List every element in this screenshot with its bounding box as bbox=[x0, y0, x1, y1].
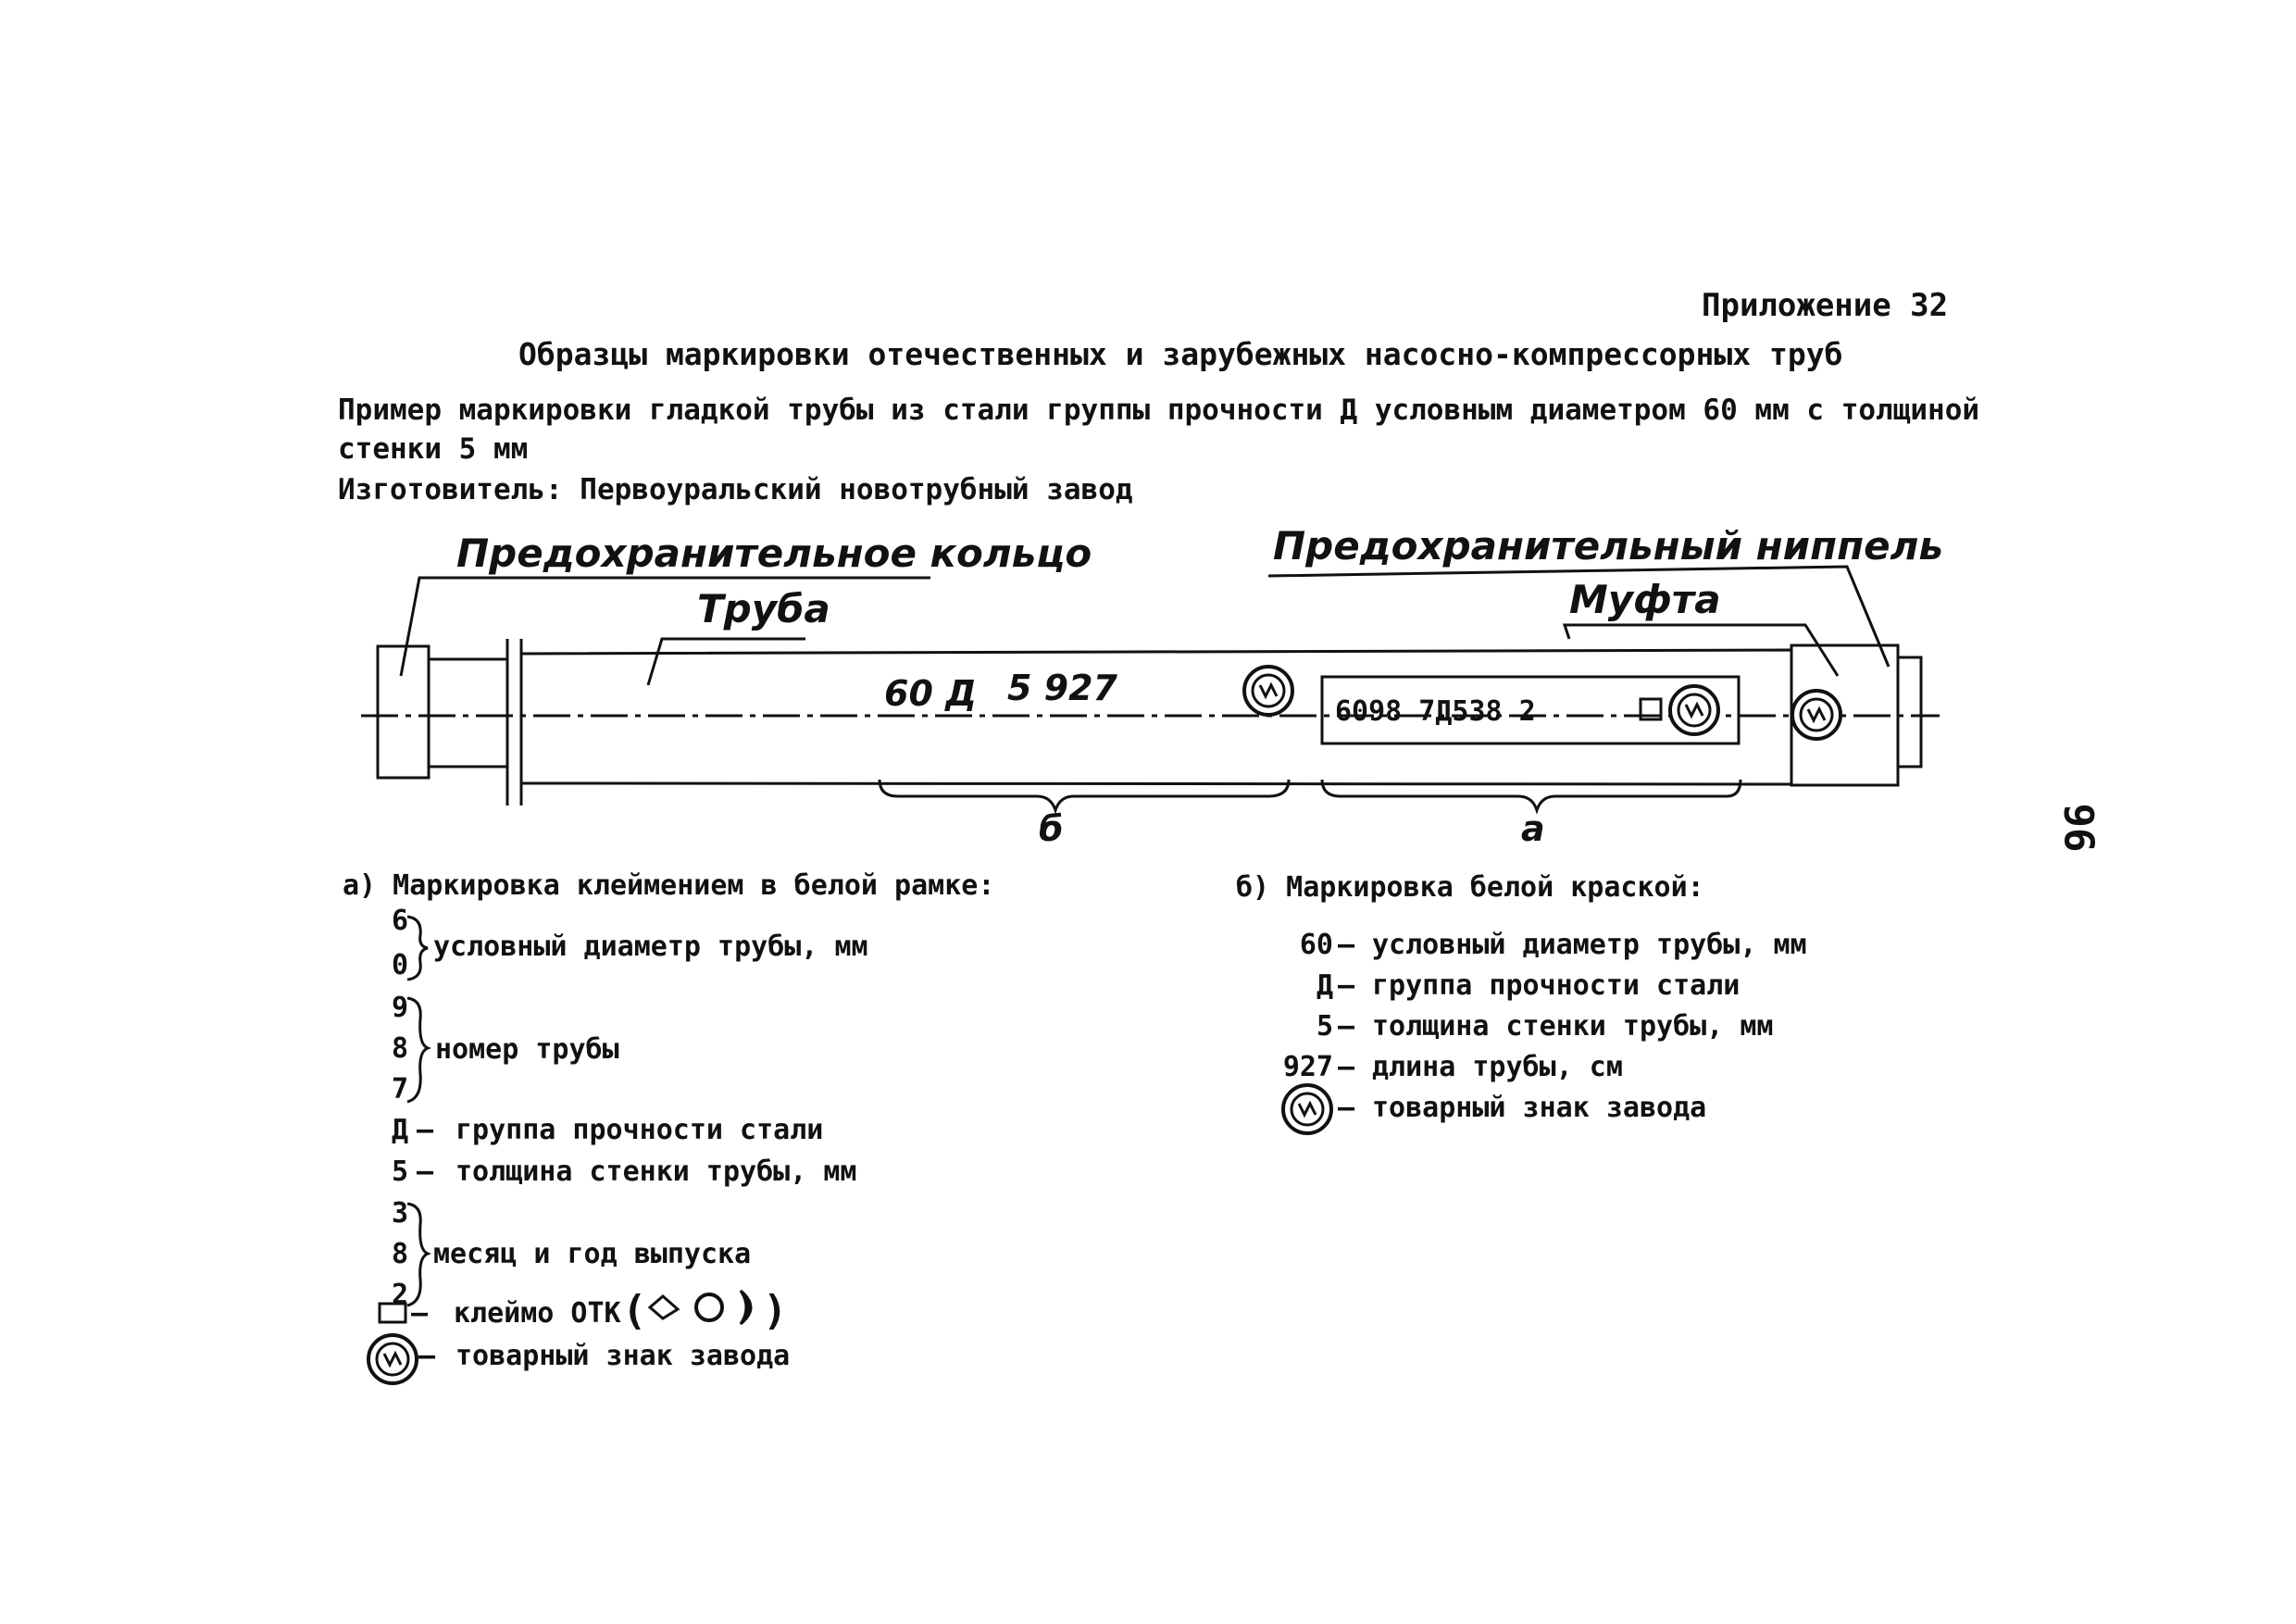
legend-a-digit: 8 bbox=[392, 1032, 408, 1065]
otk-open-paren-icon: ( bbox=[622, 1287, 647, 1334]
leader-coupling bbox=[1616, 623, 1840, 677]
section-a-label: а bbox=[1521, 808, 1545, 849]
label-protective-nipple: Предохранительный ниппель bbox=[1273, 523, 1943, 568]
legend-b-text: длина трубы, см bbox=[1372, 1051, 1623, 1083]
legend-b-text: товарный знак завода bbox=[1372, 1092, 1706, 1124]
otk-stamp-icon bbox=[378, 1302, 407, 1324]
label-protective-ring: Предохранительное кольцо bbox=[456, 531, 1092, 576]
protective-ring bbox=[376, 644, 430, 780]
legend-b-dash: – bbox=[1338, 1092, 1355, 1124]
legend-b-dash: – bbox=[1338, 1010, 1355, 1043]
legend-a-number: номер трубы bbox=[435, 1033, 619, 1066]
legend-a-digit: 7 bbox=[392, 1073, 408, 1106]
legend-a-group: группа прочности стали bbox=[455, 1114, 823, 1146]
legend-a-diameter: условный диаметр трубы, мм bbox=[433, 931, 868, 963]
paint-marking-wall-length: 5 927 bbox=[1007, 668, 1118, 708]
leader-nipple bbox=[1267, 565, 1890, 668]
legend-a-dash: – bbox=[417, 1156, 434, 1188]
otk-circle-icon bbox=[694, 1293, 724, 1322]
legend-b-dash: – bbox=[1338, 1051, 1355, 1083]
otk-diamond-icon bbox=[647, 1294, 680, 1320]
legend-a-dash: – bbox=[418, 1340, 436, 1372]
legend-a-trademark: товарный знак завода bbox=[455, 1340, 790, 1372]
trademark-paint-icon bbox=[1242, 665, 1294, 717]
legend-a-title: а) Маркировка клеймением в белой рамке: bbox=[343, 869, 994, 902]
brace-b bbox=[878, 779, 1291, 815]
legend-b-key: Д bbox=[1316, 969, 1333, 1002]
label-pipe: Труба bbox=[697, 586, 830, 631]
legend-b-key: 60 bbox=[1300, 929, 1333, 961]
legend-a-dash: – bbox=[411, 1297, 429, 1330]
otk-square-mark bbox=[1639, 697, 1663, 721]
legend-a-wall: толщина стенки трубы, мм bbox=[455, 1156, 856, 1188]
legend-b-dash: – bbox=[1338, 969, 1355, 1002]
protective-nipple bbox=[1896, 656, 1923, 768]
legend-a-dash: – bbox=[417, 1114, 434, 1146]
stamp-frame bbox=[1320, 675, 1741, 745]
label-coupling: Муфта bbox=[1569, 577, 1721, 622]
legend-a-digit: 3 bbox=[392, 1197, 408, 1230]
legend-a-wall-key: 5 bbox=[392, 1156, 408, 1188]
factory-trademark-icon bbox=[1281, 1083, 1333, 1135]
trademark-stamp-icon bbox=[1668, 684, 1720, 736]
example-description-line2: стенки 5 мм bbox=[338, 432, 529, 466]
legend-b-text: группа прочности стали bbox=[1372, 969, 1740, 1002]
legend-b-title: б) Маркировка белой краской: bbox=[1236, 871, 1704, 904]
legend-b-dash: – bbox=[1338, 929, 1355, 961]
legend-b-key: 5 bbox=[1316, 1010, 1333, 1043]
otk-close-paren-icon: ) bbox=[763, 1287, 788, 1334]
legend-a-digit: 6 bbox=[392, 905, 408, 937]
manufacturer-line: Изготовитель: Первоуральский новотрубный… bbox=[338, 473, 1133, 506]
example-description-line1: Пример маркировки гладкой трубы из стали… bbox=[338, 394, 1980, 427]
factory-trademark-icon bbox=[367, 1333, 418, 1385]
brace-a bbox=[1320, 779, 1742, 815]
section-b-label: б bbox=[1039, 808, 1064, 849]
legend-a-date: месяц и год выпуска bbox=[433, 1238, 751, 1270]
page-title: Образцы маркировки отечественных и заруб… bbox=[518, 336, 1843, 372]
legend-b-text: толщина стенки трубы, мм bbox=[1372, 1010, 1773, 1043]
paint-marking-diameter-group: 60 Д bbox=[884, 673, 977, 714]
legend-a-digit: 9 bbox=[392, 992, 408, 1024]
legend-b-key: 927 bbox=[1283, 1051, 1333, 1083]
otk-crescent-icon bbox=[739, 1289, 753, 1326]
legend-b-text: условный диаметр трубы, мм bbox=[1372, 929, 1807, 961]
stamp-marking-text: 6098 7Д538 2 bbox=[1335, 695, 1536, 728]
legend-a-digit: 8 bbox=[392, 1238, 408, 1270]
leader-ring bbox=[399, 576, 930, 677]
appendix-label: Приложение 32 bbox=[1702, 287, 1949, 324]
legend-a-digit: 0 bbox=[392, 949, 408, 981]
legend-a: а) Маркировка клеймением в белой рамке: … bbox=[343, 869, 994, 1385]
legend-a-group-key: Д bbox=[392, 1114, 408, 1146]
legend-a-otk: клеймо ОТК bbox=[454, 1297, 621, 1330]
leader-pipe bbox=[646, 637, 805, 686]
trademark-coupling-icon bbox=[1791, 689, 1842, 741]
legend-b: б) Маркировка белой краской: 60 – условн… bbox=[1236, 871, 1807, 1135]
